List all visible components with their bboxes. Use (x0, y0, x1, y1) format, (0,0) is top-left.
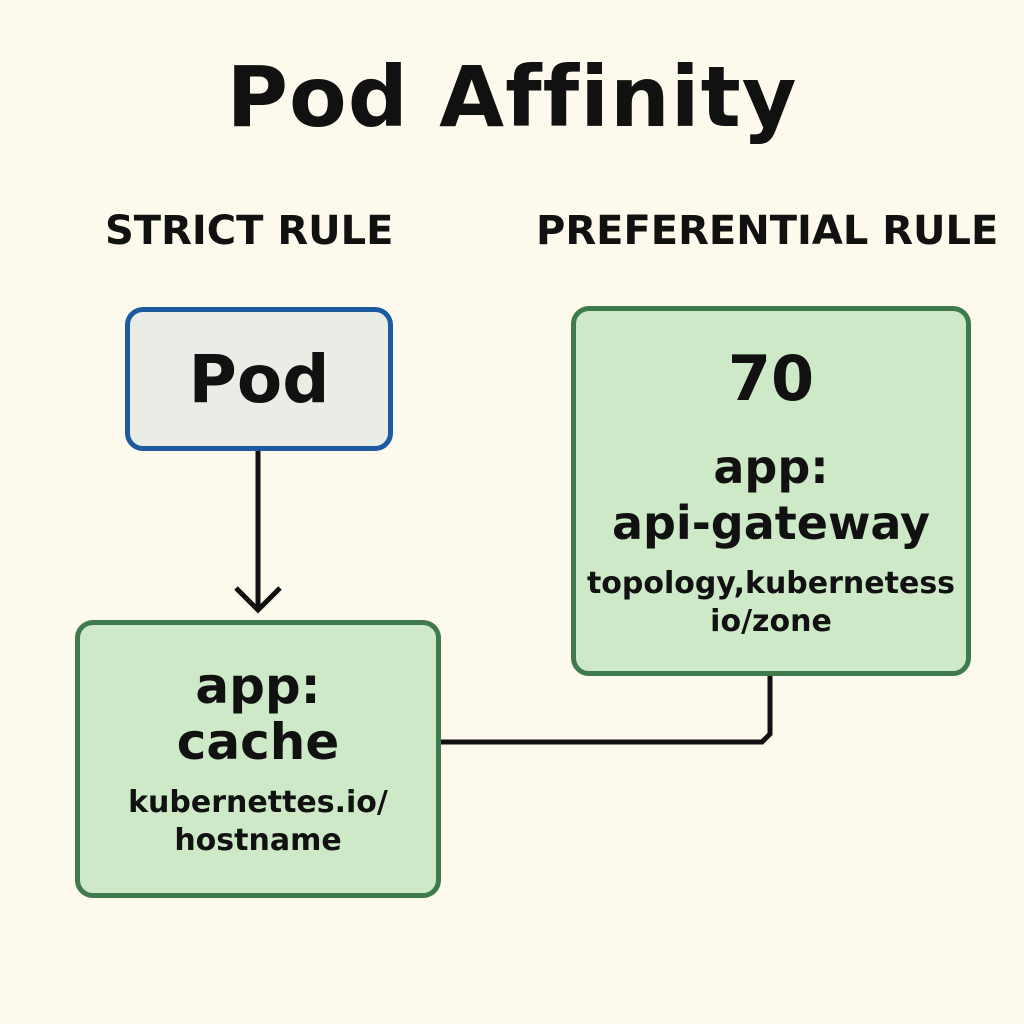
api-gateway-node: 70 app: api-gateway topology,kubernetess… (571, 306, 971, 676)
preferential-rule-heading: PREFERENTIAL RULE (536, 208, 999, 254)
strict-rule-heading: STRICT RULE (105, 208, 394, 254)
cache-label-value: cache (176, 713, 340, 771)
gateway-label-key: app: (713, 439, 829, 494)
preferential-connector-line (441, 676, 773, 745)
pod-label: Pod (188, 340, 330, 418)
pod-node: Pod (125, 307, 393, 451)
cache-topology-line1: kubernettes.io/ (128, 785, 388, 820)
cache-topology-line2: hostname (174, 823, 342, 858)
gateway-topology-line2: io/zone (710, 603, 832, 639)
gateway-topology-line1: topology,kubernetess (586, 565, 956, 601)
arrow-head-icon (234, 586, 282, 614)
cache-label-key: app: (195, 657, 321, 715)
page-title: Pod Affinity (226, 48, 798, 146)
cache-node: app: cache kubernettes.io/ hostname (75, 620, 441, 898)
gateway-label-value: api-gateway (611, 495, 931, 550)
weight-value: 70 (727, 341, 815, 415)
